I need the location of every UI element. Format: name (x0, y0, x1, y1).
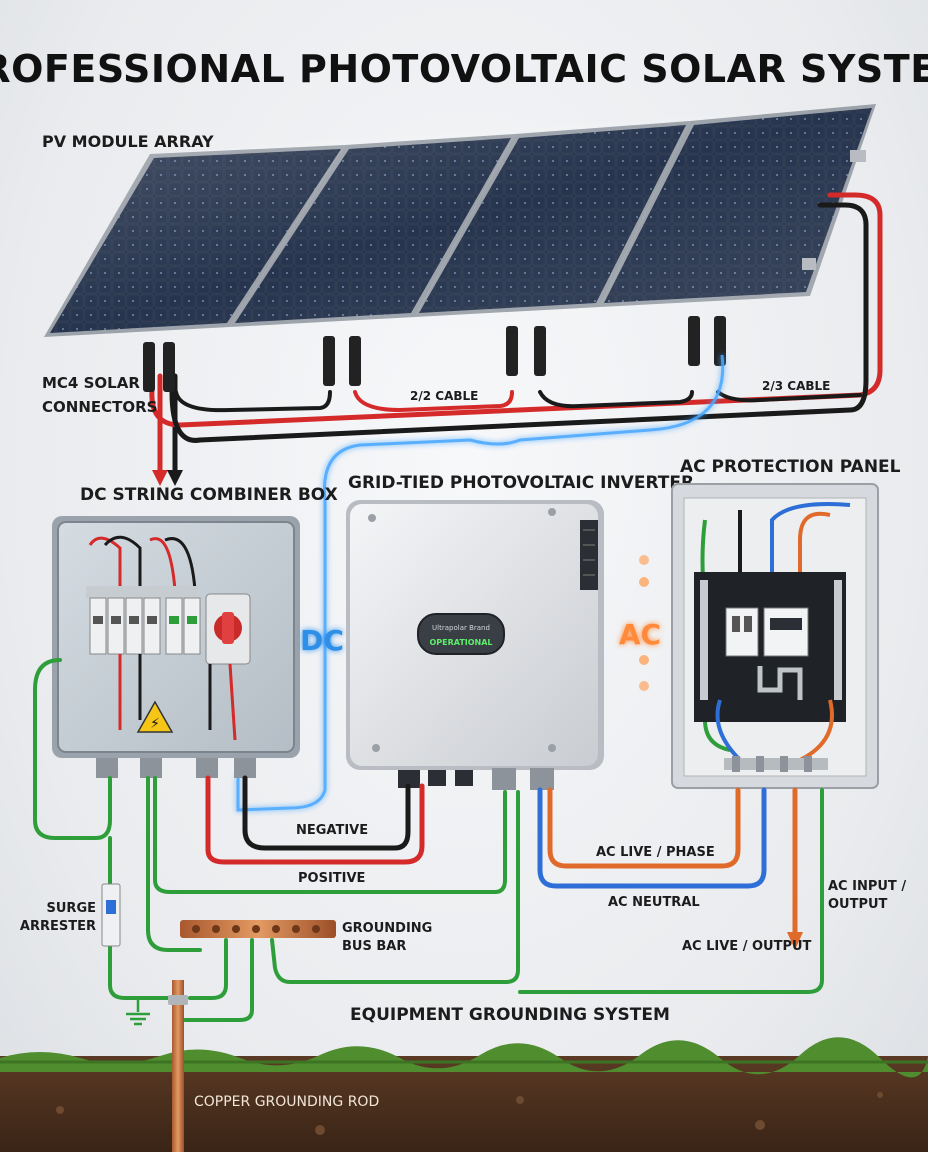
dc-breakers (89, 597, 201, 655)
inverter-status: OPERATIONAL (429, 638, 492, 647)
mc4-connectors (143, 316, 726, 392)
inverter-brand: Ultrapolar Brand (432, 624, 490, 632)
mc4-connector (143, 342, 175, 392)
ac-panel-label: AC PROTECTION PANEL (680, 457, 901, 477)
cable-22-label: 2/2 CABLE (410, 389, 478, 403)
surge-arrester (101, 883, 121, 947)
page-title: PROFESSIONAL PHOTOVOLTAIC SOLAR SYSTEM (0, 47, 928, 91)
inverter-label: GRID-TIED PHOTOVOLTAIC INVERTER (348, 473, 694, 493)
bus-bar-label-line2: BUS BAR (342, 939, 406, 954)
equipment-grounding-label: EQUIPMENT GROUNDING SYSTEM (350, 1005, 670, 1025)
mc4-connector (323, 336, 361, 386)
dc-flow-line (236, 354, 725, 812)
pv-string-cables (149, 192, 883, 486)
ac-cables (537, 787, 803, 950)
ac-live-phase-label: AC LIVE / PHASE (596, 845, 715, 860)
mc4-label-line2: CONNECTORS (42, 398, 157, 416)
combiner-box-label: DC STRING COMBINER BOX (80, 485, 338, 505)
cable-23-label: 2/3 CABLE (762, 379, 830, 393)
bus-bar-label-line1: GROUNDING (342, 921, 432, 936)
ground-symbol-icon (126, 1000, 150, 1026)
inverter-display (417, 613, 505, 655)
positive-label: POSITIVE (298, 871, 365, 886)
grounding-bus-bar (180, 920, 336, 938)
mc4-connector (506, 326, 546, 376)
ac-glow (639, 555, 649, 691)
ac-protection-panel (671, 483, 879, 789)
mc4-connector (688, 316, 726, 366)
dc-string-combiner-box: ⚡ (52, 516, 300, 778)
surge-arrester-label-line2: ARRESTER (20, 919, 96, 934)
ac-io-label-line1: AC INPUT / (828, 879, 906, 894)
copper-rod-label: COPPER GROUNDING ROD (194, 1094, 379, 1110)
copper-grounding-rod (168, 980, 188, 1152)
ac-label: AC (619, 618, 661, 651)
mc4-label-line1: MC4 SOLAR (42, 374, 140, 392)
pv-array-label: PV MODULE ARRAY (42, 132, 214, 151)
dc-output-cables (205, 775, 425, 865)
negative-label: NEGATIVE (296, 823, 368, 838)
ac-neutral-label: AC NEUTRAL (608, 895, 700, 910)
ac-io-label-line2: OUTPUT (828, 897, 888, 912)
grid-tied-inverter: Ultrapolar Brand OPERATIONAL (346, 500, 604, 790)
ground-soil (0, 1037, 928, 1152)
svg-text:⚡: ⚡ (150, 716, 160, 732)
dc-label: DC (300, 624, 344, 657)
warning-icon (136, 700, 174, 733)
ac-live-output-label: AC LIVE / OUTPUT (682, 939, 812, 954)
surge-arrester-label-line1: SURGE (47, 901, 96, 916)
ground-wires (33, 658, 824, 1022)
pv-module-array (44, 104, 876, 337)
